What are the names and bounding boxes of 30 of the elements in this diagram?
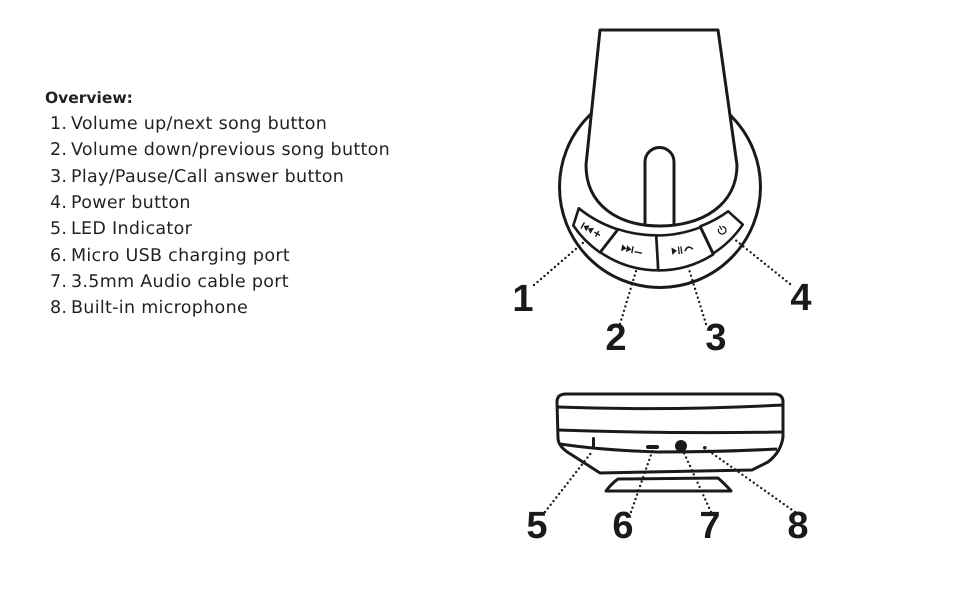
leader-line <box>733 238 792 286</box>
list-item: 8. Built-in microphone <box>50 298 248 320</box>
skip-forward-button <box>598 228 660 272</box>
callout-number: 8 <box>787 512 809 540</box>
leader-line <box>618 269 638 326</box>
list-item: 6. Micro USB charging port <box>50 246 290 266</box>
callout-number: 4 <box>790 284 812 312</box>
list-item: 5. LED Indicator <box>50 219 192 240</box>
list-heading: Overview: <box>45 89 133 107</box>
list-item: 2. Volume down/previous song button <box>50 140 390 162</box>
callout-number: 2 <box>605 324 627 352</box>
audio-jack <box>675 440 687 452</box>
led-indicator <box>592 437 594 449</box>
callout-number: 3 <box>705 324 727 352</box>
list-item: 7. 3.5mm Audio cable port <box>50 272 289 293</box>
leader-line <box>682 452 712 514</box>
list-item: 1. Volume up/next song button <box>50 114 328 135</box>
list-item: 4. Power button <box>50 192 191 214</box>
play-pause-button <box>654 226 714 272</box>
list-item: 3. Play/Pause/Call answer button <box>50 166 344 188</box>
power-button <box>698 210 744 256</box>
callout-number: 5 <box>526 512 548 540</box>
usb-port <box>646 445 659 449</box>
callout-number: 1 <box>512 285 534 313</box>
leader-line <box>630 449 654 514</box>
callout-number: 7 <box>699 512 721 540</box>
callout-number: 6 <box>612 512 634 540</box>
microphone-hole <box>703 446 707 450</box>
leader-line <box>532 240 586 286</box>
leader-line <box>706 448 796 514</box>
